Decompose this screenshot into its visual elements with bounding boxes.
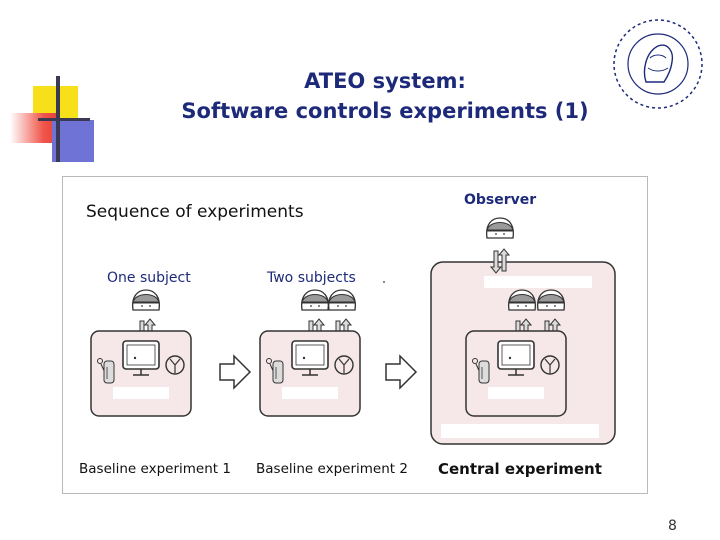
slide-title-line1: ATEO system: — [304, 69, 466, 93]
subject-head-icon — [508, 289, 536, 311]
subject-head-icon — [301, 289, 329, 311]
subject-head-icon — [537, 289, 565, 311]
workstation-panel-2 — [259, 330, 361, 417]
slide-title-line2: Software controls experiments (1) — [181, 99, 589, 123]
stage-label-baseline-1: Baseline experiment 1 — [79, 461, 231, 477]
central-panel-band — [484, 276, 592, 288]
observer-label: Observer — [464, 192, 537, 208]
workstation-panel-1 — [90, 330, 192, 417]
stage-label-baseline-2: Baseline experiment 2 — [256, 461, 408, 477]
two-subjects-label: Two subjects — [267, 270, 356, 286]
workstation-panel-3 — [465, 330, 567, 417]
sequence-label: Sequence of experiments — [86, 202, 304, 222]
slide-title: ATEO system: Software controls experimen… — [100, 66, 670, 126]
university-seal-icon — [613, 19, 703, 109]
stage-label-central: Central experiment — [438, 460, 602, 478]
subject-head-icon — [328, 289, 356, 311]
one-subject-label: One subject — [107, 270, 191, 286]
subject-head-icon — [132, 289, 160, 311]
decor-horizontal-line — [38, 118, 90, 121]
stray-dot — [383, 281, 385, 283]
flow-arrow-icon — [385, 355, 417, 389]
central-panel-band-bottom — [441, 424, 599, 438]
observer-head-icon — [486, 217, 514, 239]
flow-arrow-icon — [219, 355, 251, 389]
page-number: 8 — [668, 518, 677, 534]
